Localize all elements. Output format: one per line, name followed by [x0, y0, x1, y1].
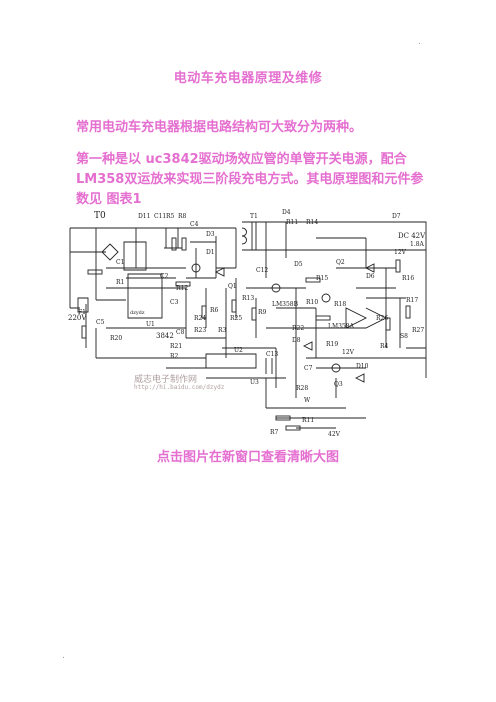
label-d8: D8	[292, 337, 301, 344]
corner-mark-bottom: .	[62, 651, 65, 661]
circuit-schematic-figure[interactable]: T0 F1 220V D11 C11 R5 R8 C4 D3 D1 T1 D4 …	[66, 208, 436, 440]
paragraph-type-one: 第一种是以 uc3842驱动场效应管的单管开关电源，配合 LM358双运放来实现…	[76, 152, 424, 207]
label-12v: 12V	[394, 249, 407, 256]
label-42v: 42V	[328, 431, 341, 438]
label-1-8a: 1.8A	[410, 241, 425, 248]
label-r10: R10	[306, 299, 318, 306]
label-u2: U2	[234, 347, 243, 354]
label-w: W	[304, 397, 311, 404]
label-220v: 220V	[68, 314, 87, 322]
page-title: 电动车充电器原理及维修	[173, 71, 323, 86]
label-c5: C5	[96, 319, 105, 326]
label-s8: S8	[400, 333, 408, 340]
label-u1: U1	[146, 321, 155, 328]
label-r11: R11	[286, 219, 298, 226]
label-r17: R17	[406, 297, 418, 304]
label-c8: C8	[176, 329, 185, 336]
label-d3: D3	[206, 231, 215, 238]
label-r24: R24	[194, 315, 206, 322]
label-d4: D4	[282, 209, 291, 216]
label-d6: D6	[366, 273, 375, 280]
label-r15: R15	[316, 275, 328, 282]
label-d1: D1	[206, 249, 215, 256]
label-c7: C7	[304, 365, 313, 372]
corner-mark-top: .	[418, 37, 421, 47]
label-c3: C3	[170, 299, 179, 306]
label-r9: R9	[258, 309, 267, 316]
label-12v-b: 12V	[342, 349, 355, 356]
watermark-site-name: 威志电子制作网	[134, 375, 198, 385]
label-r19: R19	[326, 341, 338, 348]
label-r26: R26	[376, 315, 388, 322]
label-r20: R20	[110, 335, 122, 342]
label-d11: D11	[138, 213, 150, 220]
label-3842: 3842	[156, 332, 174, 340]
label-r25: R25	[230, 315, 242, 322]
label-r14: R14	[306, 219, 318, 226]
label-q2: Q2	[336, 259, 345, 266]
label-t0: T0	[94, 211, 106, 221]
label-r27: R27	[412, 327, 424, 334]
label-r12: R12	[176, 285, 188, 292]
label-d5: D5	[294, 261, 303, 268]
label-c13: C13	[266, 351, 278, 358]
label-r5: R5	[166, 213, 175, 220]
label-q3: Q3	[334, 381, 343, 388]
label-c1: C1	[116, 259, 124, 266]
label-lm358a: LM358A	[328, 323, 355, 330]
label-r18: R18	[334, 301, 346, 308]
label-r7: R7	[270, 429, 279, 436]
label-r11-bottom: R11	[302, 417, 314, 424]
label-r8: R8	[178, 213, 187, 220]
label-r3: R3	[218, 327, 227, 334]
label-d7: D7	[392, 213, 401, 220]
label-lm358b: LM358B	[272, 301, 299, 308]
schematic-drawing: T0 F1 220V D11 C11 R5 R8 C4 D3 D1 T1 D4 …	[68, 209, 427, 438]
label-r6: R6	[210, 307, 219, 314]
label-dc42: DC 42V	[398, 232, 426, 240]
label-u3: U3	[250, 379, 259, 386]
label-r22: R22	[292, 325, 304, 332]
label-r23: R23	[194, 327, 206, 334]
label-r21: R21	[170, 343, 182, 350]
label-dzydz: dzydz	[130, 310, 145, 316]
label-t1: T1	[250, 213, 258, 220]
figure-caption-link[interactable]: 点击图片在新窗口查看清晰大图	[156, 450, 339, 465]
label-c2: C2	[160, 273, 169, 280]
label-r28: R28	[296, 385, 308, 392]
label-r2: R2	[170, 353, 179, 360]
label-c11: C11	[154, 213, 166, 220]
label-f1: F1	[78, 309, 86, 316]
paragraph-intro: 常用电动车充电器根据电路结构可大致分为两种。	[76, 120, 363, 135]
label-r13: R13	[242, 295, 254, 302]
label-c4: C4	[190, 221, 199, 228]
label-q1: Q1	[228, 283, 237, 290]
label-d10: D10	[356, 363, 369, 370]
watermark-url: http://hi.baidu.com/dzydz	[134, 384, 225, 391]
label-c12: C12	[256, 267, 268, 274]
label-r1: R1	[116, 279, 124, 286]
label-r16: R16	[402, 275, 414, 282]
label-r4: R4	[380, 343, 389, 350]
